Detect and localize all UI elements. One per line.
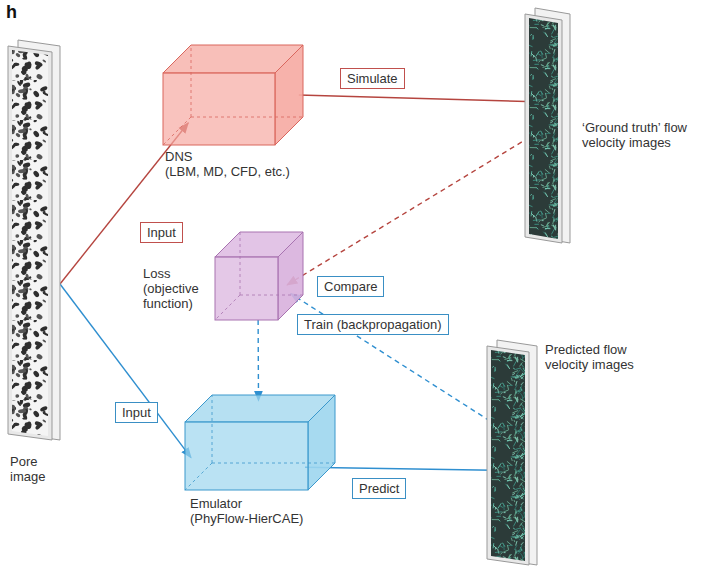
node-shape: [8, 40, 60, 440]
flow-connector: [305, 467, 510, 470]
edge-label: Input: [115, 402, 158, 423]
model-cube: DNS(LBM, MD, CFD, etc.): [163, 45, 303, 145]
edge-label: Predict: [352, 478, 406, 499]
edge-label: Compare: [317, 276, 384, 297]
node-label: Pore image: [10, 454, 58, 484]
text-holder: Pore image: [10, 454, 58, 484]
node-shape: [163, 45, 303, 145]
flow-connector: [299, 95, 545, 102]
edge-label: Train (backpropagation): [297, 314, 449, 335]
node-label: Emulator: [190, 496, 270, 511]
model-cube: Emulator(PhyFlow-HierCAE): [185, 395, 335, 490]
text-holder: (PhyFlow-HierCAE): [190, 511, 350, 526]
node-label: DNS: [165, 149, 225, 164]
node-label: (LBM, MD, CFD, etc.): [165, 164, 325, 179]
flow-connector: [257, 320, 259, 401]
text-holder: Predicted flow velocity images: [545, 342, 645, 372]
edge-label: Input: [140, 222, 183, 243]
text-holder: Loss (objective function): [143, 266, 211, 311]
edge-label: Simulate: [340, 68, 405, 89]
flow-connector: [287, 137, 529, 285]
node-shape: [185, 395, 335, 490]
flow-connector: [60, 123, 188, 284]
image-stack: Pore image: [8, 40, 60, 440]
node-label: Predicted flow velocity images: [545, 342, 645, 372]
text-holder: (LBM, MD, CFD, etc.): [165, 164, 325, 179]
text-holder: DNS: [165, 149, 225, 164]
image-stack: ‘Ground truth’ flow velocity images: [525, 8, 570, 243]
model-cube: Loss (objective function): [215, 232, 303, 320]
text-holder: Emulator: [190, 496, 270, 511]
node-shape: [215, 232, 303, 320]
panel-label: h: [6, 2, 17, 23]
node-label: Loss (objective function): [143, 266, 211, 311]
image-stack: Predicted flow velocity images: [487, 340, 537, 565]
node-label: (PhyFlow-HierCAE): [190, 511, 350, 526]
node-shape: [487, 340, 537, 565]
text-holder: ‘Ground truth’ flow velocity images: [582, 120, 707, 150]
node-shape: [525, 8, 570, 243]
node-label: ‘Ground truth’ flow velocity images: [582, 120, 707, 150]
